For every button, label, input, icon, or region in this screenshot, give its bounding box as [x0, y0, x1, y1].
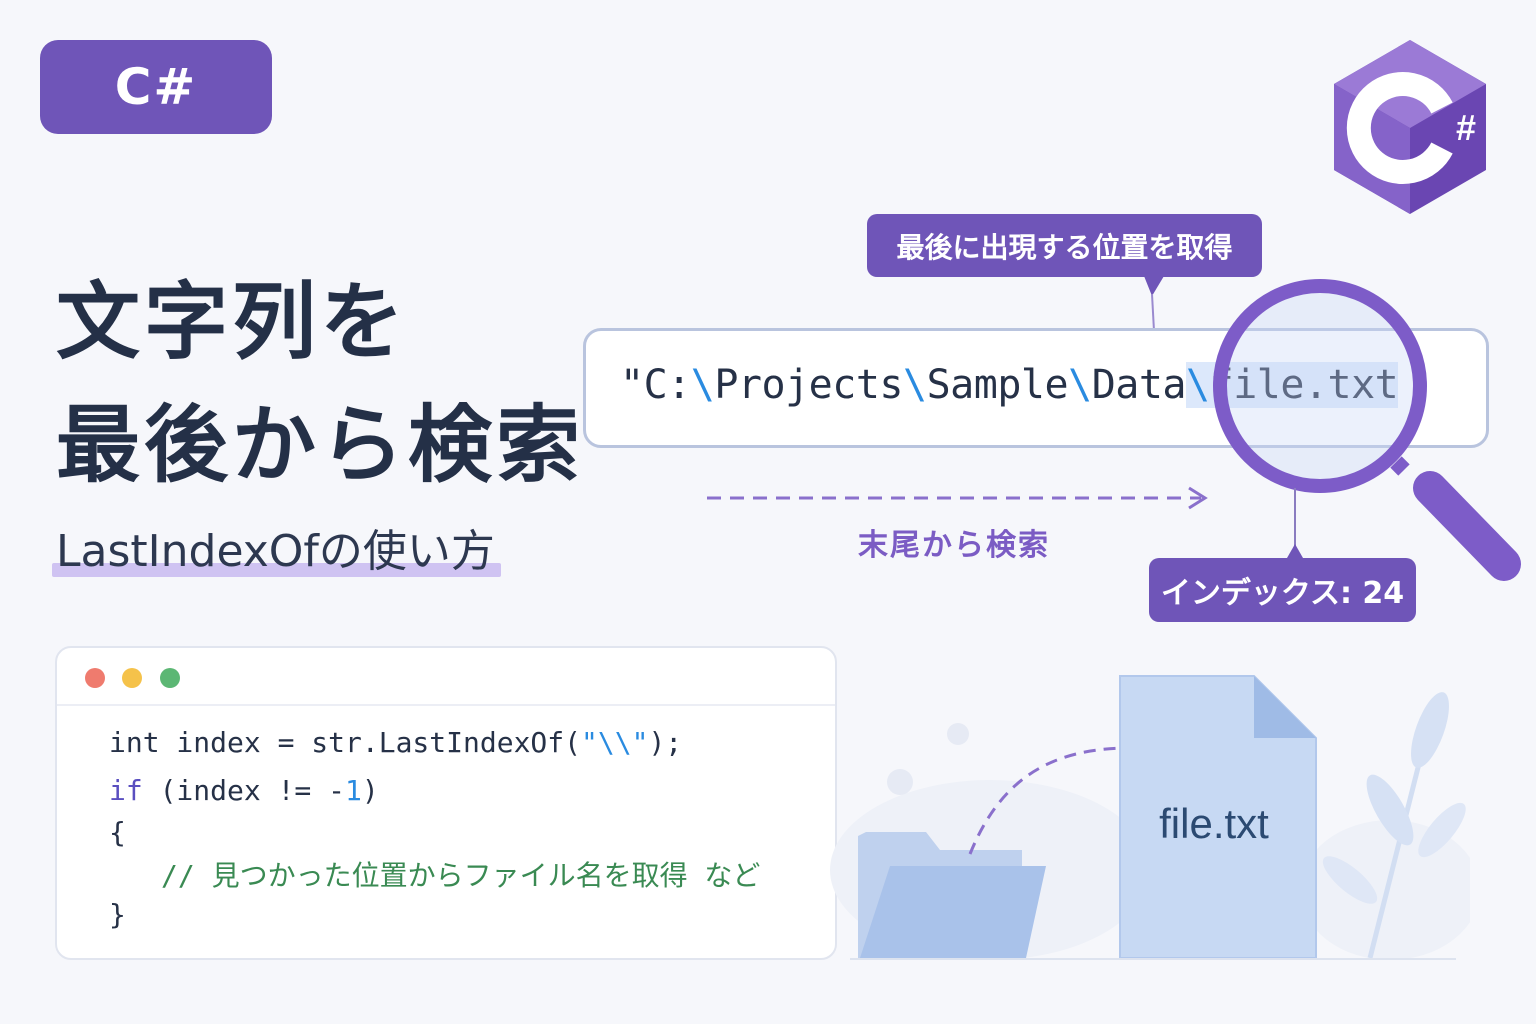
code-line-1: int index = str.LastIndexOf("\\"); [109, 726, 683, 759]
code-line-3: { [109, 816, 126, 849]
index-pointer [1287, 488, 1303, 558]
file-illustration [830, 675, 1470, 960]
subtitle-block: LastIndexOfの使い方 [52, 515, 501, 579]
code-window-titlebar [57, 648, 835, 706]
code-window: int index = str.LastIndexOf("\\"); if (i… [55, 646, 837, 960]
last-position-callout: 最後に出現する位置を取得 [867, 214, 1262, 277]
file-name-label: file.txt [1159, 800, 1269, 847]
code-comment: // 見つかった位置からファイル名を取得 など [161, 859, 761, 892]
language-badge: C# [40, 40, 272, 134]
subtitle: LastIndexOfの使い方 [56, 526, 495, 577]
title-line-2: 最後から検索 [56, 396, 585, 494]
close-dot-icon [85, 668, 105, 688]
reverse-arrow-icon [707, 486, 1208, 510]
svg-text:#: # [1456, 107, 1476, 148]
reverse-search-label: 末尾から検索 [858, 528, 1050, 563]
csharp-logo: # [1334, 40, 1486, 214]
path-string: "C:\Projects\Sample\Data\file.txt [620, 362, 1399, 408]
maximize-dot-icon [160, 668, 180, 688]
code-line-2: if (index != -1) [109, 774, 379, 807]
title-line-1: 文字列を [56, 273, 409, 371]
code-line-5: } [109, 898, 126, 931]
index-callout: インデックス: 24 [1149, 558, 1416, 622]
magnifier-icon [1213, 279, 1521, 581]
subtitle-underline [52, 563, 501, 577]
minimize-dot-icon [122, 668, 142, 688]
